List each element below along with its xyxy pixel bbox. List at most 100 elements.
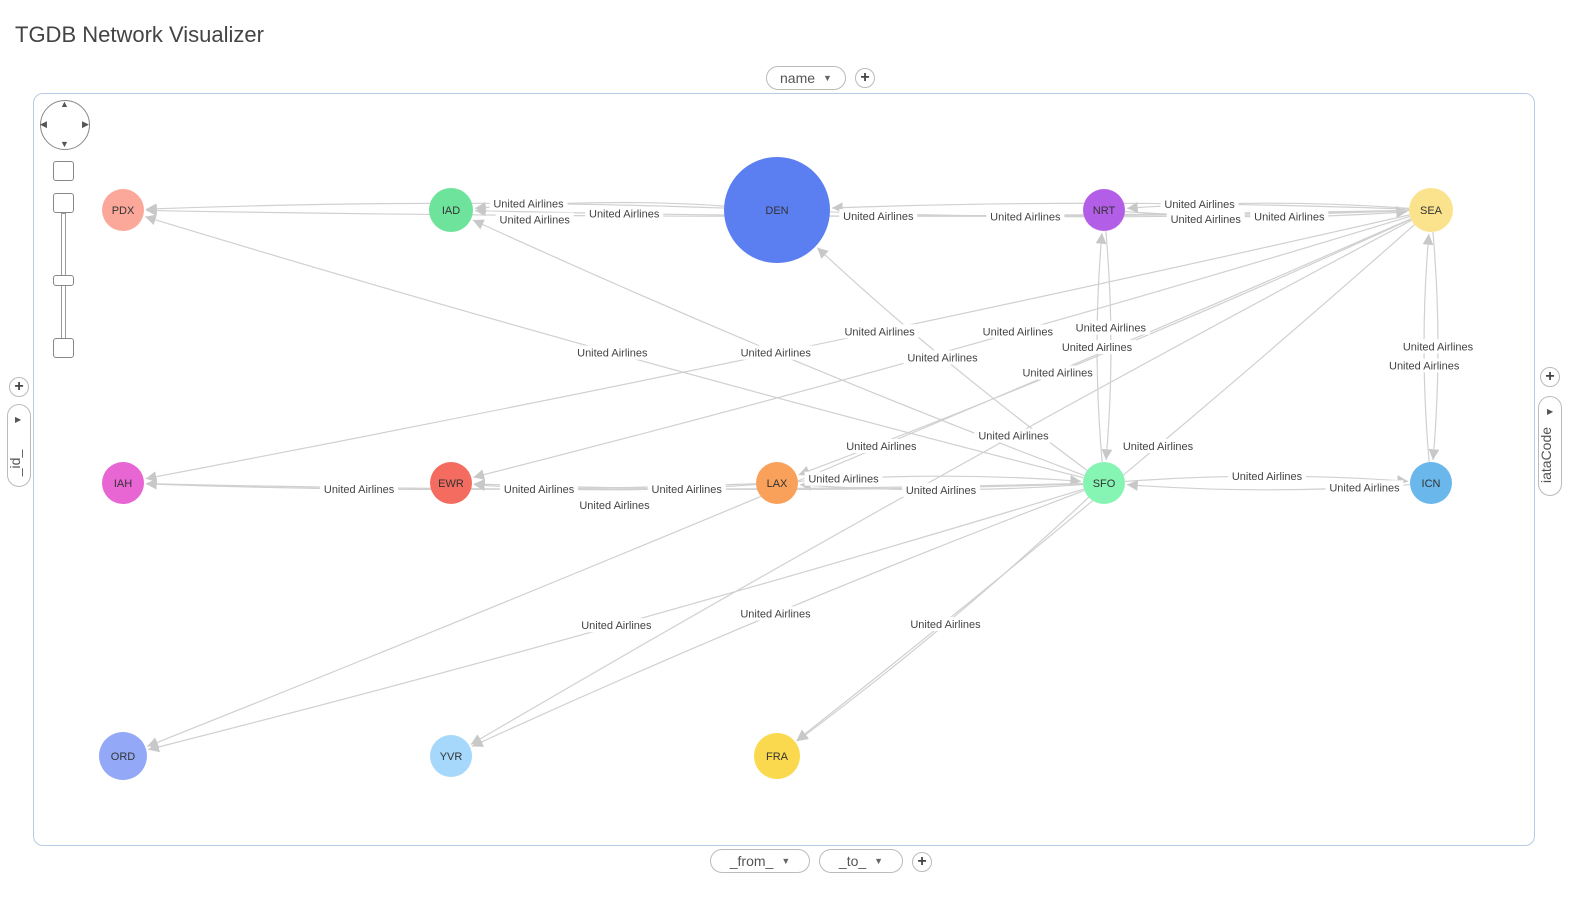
node-circle[interactable] [430,735,472,777]
edge-label: United Airlines [741,348,812,360]
edge-label: United Airlines [1164,199,1235,211]
edge-label: United Airlines [589,209,660,221]
node-circle[interactable] [102,189,144,231]
edge-label-bg [585,206,664,221]
node-circle[interactable] [756,462,798,504]
zoom-slider-handle[interactable] [53,275,74,286]
edge-label-bg [1385,358,1464,373]
edge-label-bg [500,482,579,497]
edge-label-bg [986,209,1065,224]
node-circle[interactable] [429,188,473,232]
node-fra[interactable]: FRA [754,733,800,779]
add-left-group-button[interactable]: + [9,377,29,397]
pan-left-icon[interactable]: ◀ [40,119,47,129]
node-nrt[interactable]: NRT [1083,189,1125,231]
edge-label-bg [1228,469,1307,484]
pan-right-icon[interactable]: ▶ [82,119,89,129]
node-iah[interactable]: IAH [102,462,144,504]
edge-label: United Airlines [1171,214,1242,226]
edge-label-bg [577,618,656,633]
node-circle[interactable] [1409,188,1453,232]
edge-label: United Airlines [983,326,1054,338]
node-lax[interactable]: LAX [756,462,798,504]
edge-label: United Airlines [906,485,977,497]
edge-label: United Airlines [1022,368,1093,380]
node-circle[interactable] [1083,189,1125,231]
node-label: NRT [1093,205,1116,217]
node-label: FRA [766,751,789,763]
edge-to-select[interactable]: _to_ ▼ [819,849,903,873]
node-label: PDX [112,205,135,217]
edge-label-bg [489,196,568,211]
edge-label-bg [842,438,921,453]
edge-label-bg [1398,339,1477,354]
node-circle[interactable] [102,462,144,504]
node-icn[interactable]: ICN [1410,462,1452,504]
node-circle[interactable] [99,732,147,780]
node-pdx[interactable]: PDX [102,189,144,231]
add-right-group-button[interactable]: + [1540,367,1560,387]
right-group-select-value: iataCode [1538,426,1555,484]
edge-label: United Airlines [1076,323,1147,335]
node-label: DEN [765,205,788,217]
node-label-select[interactable]: name ▼ [766,66,846,90]
edge-label-bg [736,345,815,360]
edge-label-bg [1166,212,1245,227]
node-sfo[interactable]: SFO [1083,462,1125,504]
pan-control[interactable]: ▲ ▼ ◀ ▶ [40,99,90,150]
edge-to-select-value: _to_ [838,853,867,869]
edge-label-bg [573,345,652,360]
edge-label: United Airlines [990,211,1061,223]
node-label-select-value: name [780,70,816,86]
node-sea[interactable]: SEA [1409,188,1453,232]
edge-label: United Airlines [1329,482,1400,494]
edge-label: United Airlines [808,474,879,486]
pan-up-icon[interactable]: ▲ [60,99,69,109]
edge-label: United Airlines [978,431,1049,443]
node-yvr[interactable]: YVR [430,735,472,777]
node-label: ORD [111,751,136,763]
edge-label: United Airlines [740,608,811,620]
zoom-out-button[interactable] [53,338,74,358]
edge-label: United Airlines [1123,441,1194,453]
edge-label-bg [1160,196,1239,211]
edge-label: United Airlines [579,500,650,512]
edge-label-bg [978,324,1057,339]
edge-label-bg [320,481,399,496]
node-circle[interactable] [1083,462,1125,504]
left-group-select-value: _id_ [7,449,24,477]
node-circle[interactable] [1410,462,1452,504]
node-circle[interactable] [754,733,800,779]
node-iad[interactable]: IAD [429,188,473,232]
node-circle[interactable] [430,462,472,504]
pan-down-icon[interactable]: ▼ [60,139,69,149]
edge-label-bg [974,428,1053,443]
chevron-down-icon: ▼ [874,856,884,866]
edge-label: United Airlines [844,326,915,338]
node-label: IAH [114,478,132,490]
left-group-select[interactable]: ▶ _id_ [7,404,31,487]
zoom-in-button[interactable] [53,193,74,213]
node-ewr[interactable]: EWR [430,462,472,504]
edge-label-bg [736,606,815,621]
node-label: SFO [1093,478,1116,490]
chevron-down-icon: ▼ [781,856,791,866]
node-ord[interactable]: ORD [99,732,147,780]
node-den[interactable]: DEN [724,157,830,263]
add-edge-label-button[interactable]: + [912,852,932,872]
node-label: IAD [442,205,460,217]
edge-label: United Airlines [907,352,978,364]
fit-button[interactable] [53,161,74,181]
edge-SEA-YVR[interactable] [470,219,1412,745]
edge-label-bg [1071,320,1150,335]
edge-from-select[interactable]: _from_ ▼ [710,849,810,873]
add-node-label-button[interactable]: + [855,68,875,88]
edge-label: United Airlines [493,199,564,211]
right-group-select[interactable]: ▶ iataCode [1538,396,1562,496]
edge-label-bg [903,350,982,365]
edge-label: United Airlines [500,215,571,227]
edge-label: United Airlines [577,348,648,360]
node-circle[interactable] [724,157,830,263]
graph-canvas[interactable] [33,93,1535,846]
